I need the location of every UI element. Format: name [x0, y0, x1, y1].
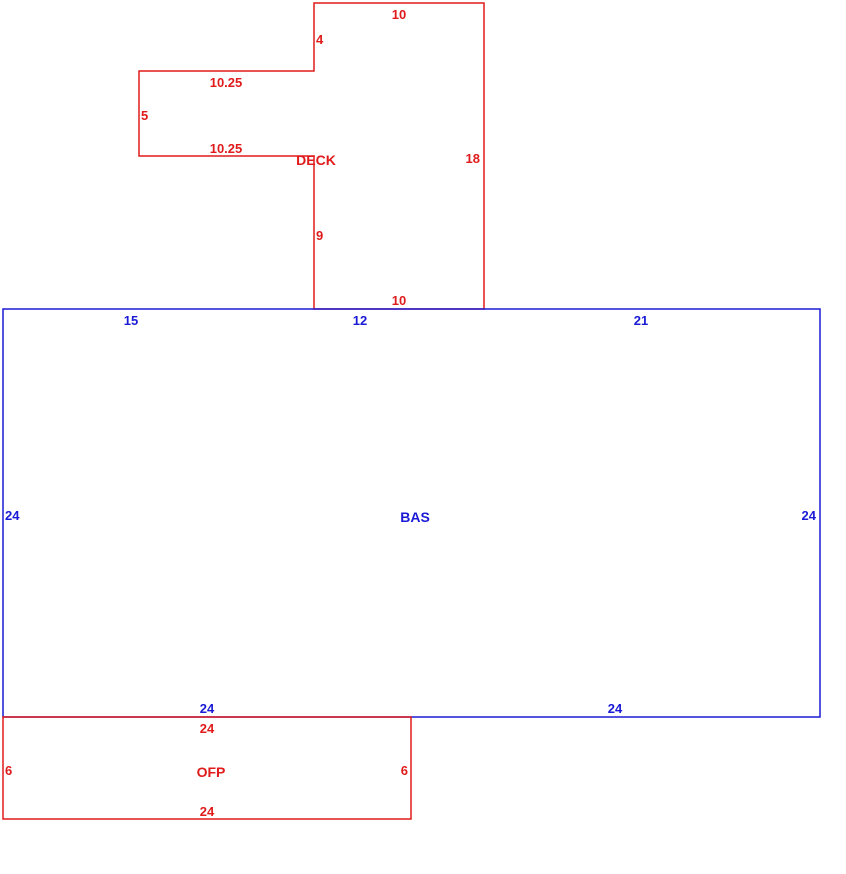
ofp-dim-bottom: 24 — [200, 804, 215, 819]
ofp-dim-top: 24 — [200, 721, 215, 736]
bas-area-label: BAS — [400, 509, 430, 525]
deck-dim-lower-left: 9 — [316, 228, 323, 243]
ofp-area-label: OFP — [197, 764, 226, 780]
deck-dim-bottom: 10 — [392, 293, 406, 308]
deck-labels: 10 4 10.25 5 10.25 DECK 18 9 10 — [141, 7, 480, 308]
bas-dim-bottom-left: 24 — [200, 701, 215, 716]
bas-dim-bottom-right: 24 — [608, 701, 623, 716]
deck-dim-upper-arm: 10.25 — [210, 75, 243, 90]
deck-dim-upper-step-side: 4 — [316, 32, 324, 47]
bas-dim-right: 24 — [802, 508, 817, 523]
deck-area-label: DECK — [296, 152, 336, 168]
bas-dim-top-left: 15 — [124, 313, 138, 328]
bas-labels: 15 12 21 24 BAS 24 24 24 — [5, 313, 817, 716]
deck-dim-right: 18 — [466, 151, 480, 166]
ofp-dim-right: 6 — [401, 763, 408, 778]
deck-dim-arm-end: 5 — [141, 108, 148, 123]
deck-dim-top: 10 — [392, 7, 406, 22]
bas-dim-left: 24 — [5, 508, 20, 523]
bas-dim-top-right: 21 — [634, 313, 648, 328]
deck-dim-lower-arm: 10.25 — [210, 141, 243, 156]
ofp-outline — [2, 716, 412, 820]
bas-dim-top-mid: 12 — [353, 313, 367, 328]
ofp-labels: 24 6 OFP 6 24 — [5, 721, 408, 819]
deck-outline — [138, 2, 485, 310]
ofp-dim-left: 6 — [5, 763, 12, 778]
